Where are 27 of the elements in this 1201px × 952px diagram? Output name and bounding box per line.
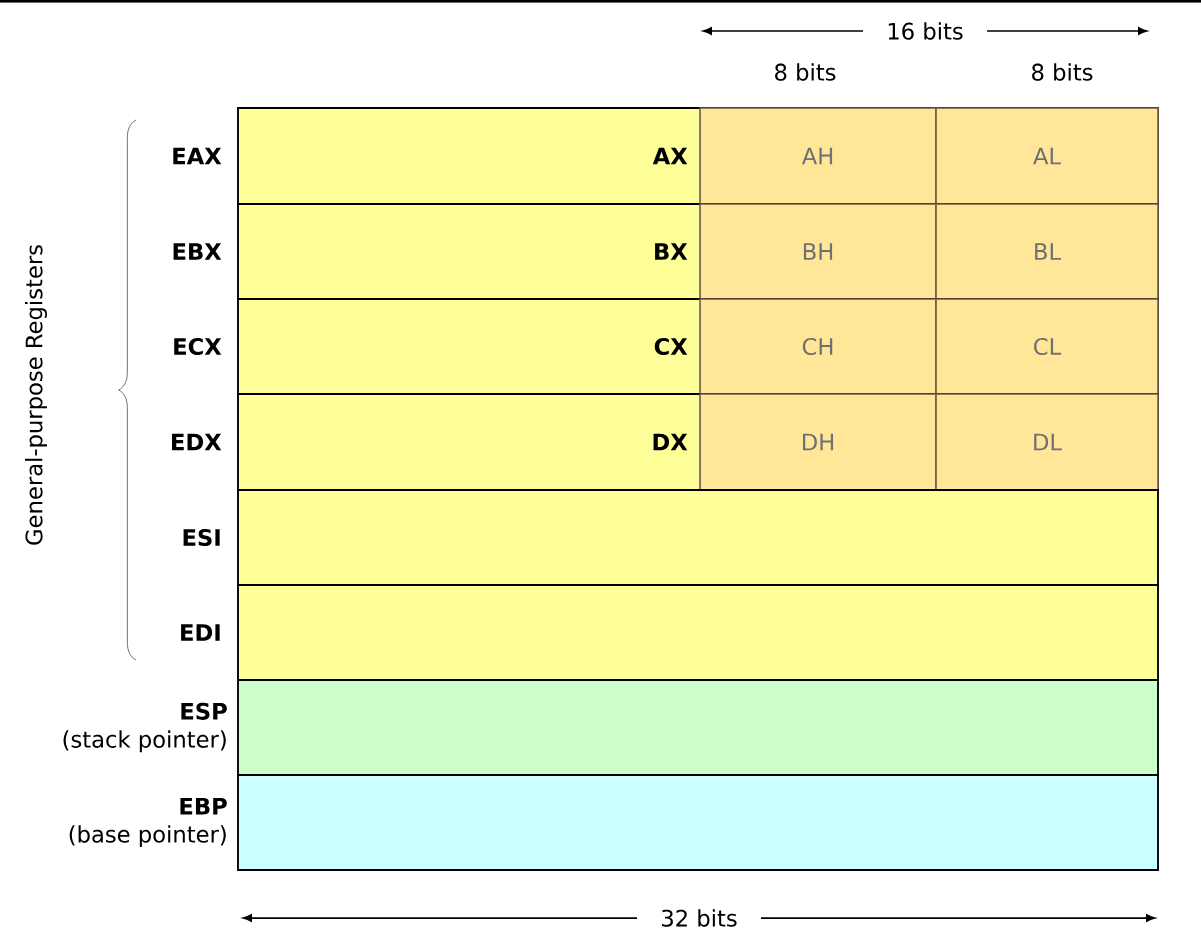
register-cell: CL — [935, 298, 1159, 395]
register-row: EBP (base pointer) — [69, 774, 1159, 871]
node-label: EDX — [172, 433, 222, 451]
node-label: (base pointer) — [69, 825, 226, 848]
node-label: (stack pointer) — [63, 730, 226, 753]
bit-width-label: 8 bits — [1032, 63, 1093, 81]
register-cell: BL — [935, 203, 1159, 300]
register-cell: CH — [699, 298, 937, 395]
node-label: EBP — [180, 797, 227, 815]
node-label: ECX — [174, 337, 222, 356]
register-cell: DL — [935, 393, 1159, 491]
register-row: ESI — [183, 489, 1159, 586]
register-row: EDI — [181, 584, 1159, 681]
register-cell: DH — [699, 393, 937, 491]
register-cell: BH — [699, 203, 937, 300]
bit-width-label: 8 bits — [775, 63, 836, 81]
register-cell: AH — [699, 107, 937, 205]
register-row: ESP (stack pointer) — [63, 679, 1159, 776]
node-label: EAX — [173, 147, 222, 165]
dimension-label: 16 bits — [888, 22, 963, 40]
node-label: EBX — [173, 243, 222, 260]
node-label: ESI — [183, 528, 220, 547]
register-cell: AL — [935, 107, 1159, 205]
dimension-label: 32 bits — [662, 909, 737, 927]
brace-label: General-purpose Registers — [25, 245, 47, 545]
node-label: EDI — [181, 624, 220, 641]
node-label: ESP — [181, 702, 227, 720]
